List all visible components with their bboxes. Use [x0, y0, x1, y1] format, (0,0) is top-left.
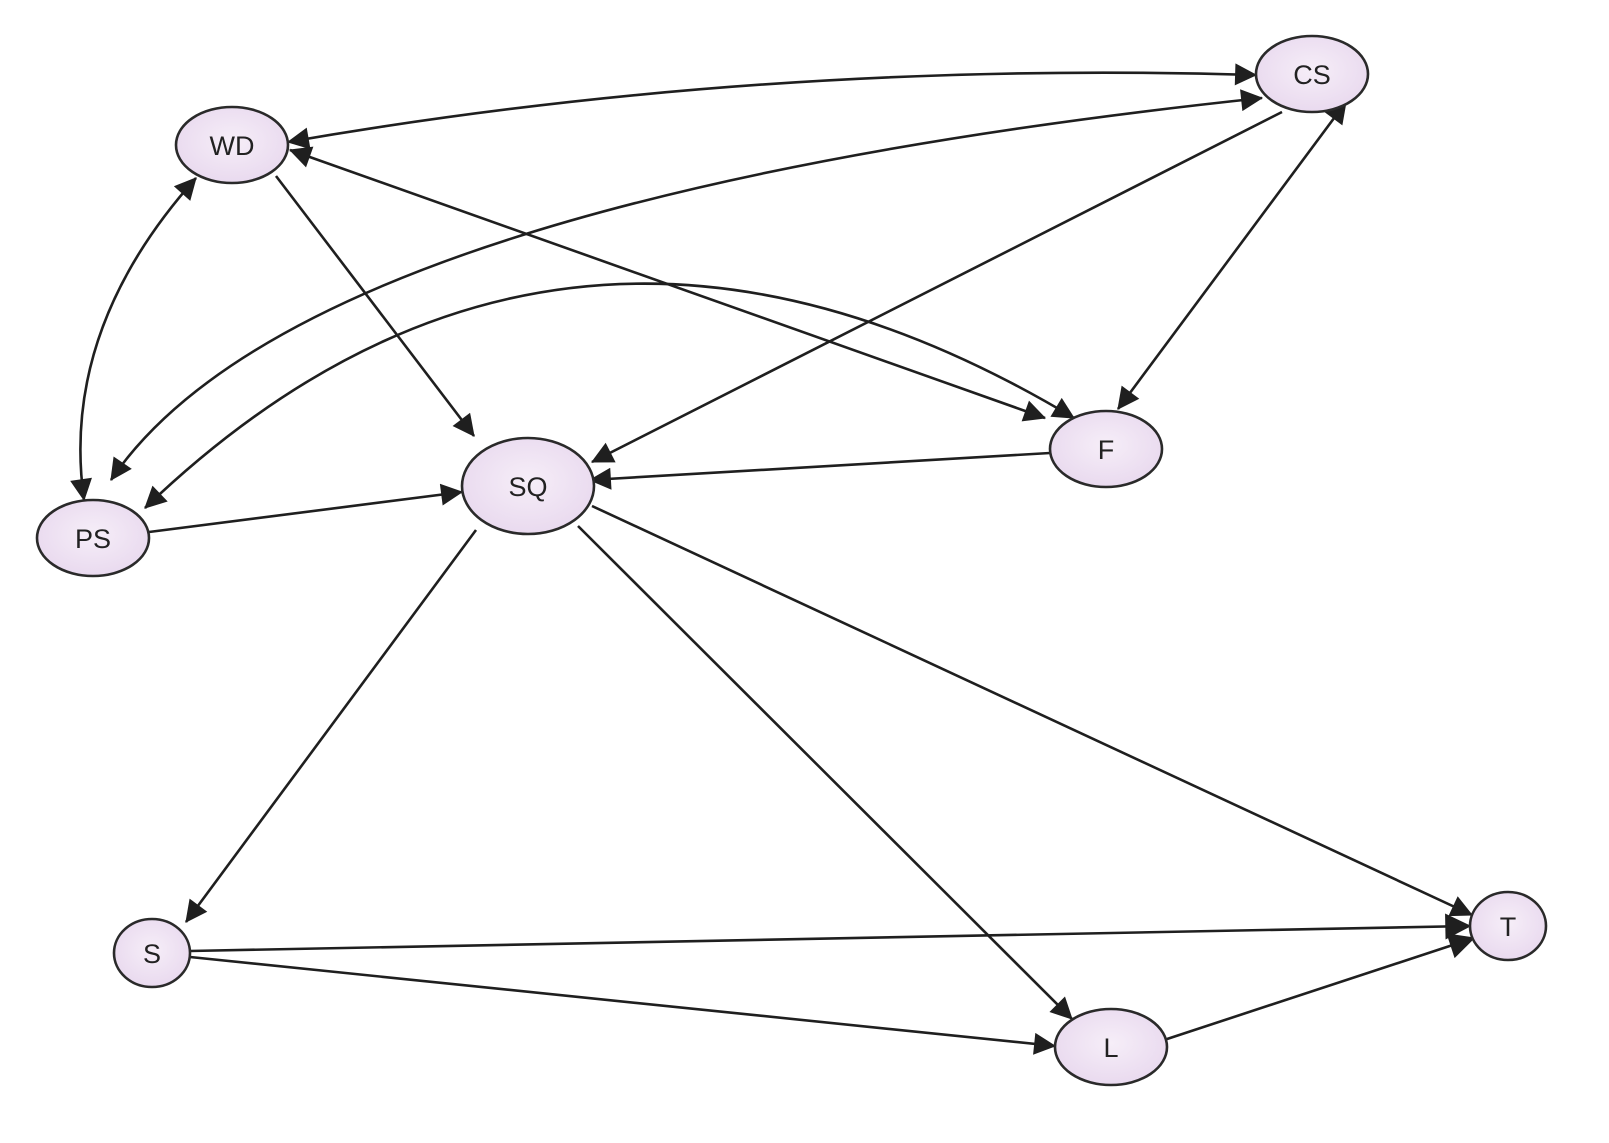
node-ps-shape: [35, 498, 151, 578]
node-f-label: F: [1098, 435, 1115, 465]
edge-s-l: [189, 955, 1057, 1055]
node-ps: PS: [35, 498, 151, 578]
edge-wd-sq: [274, 175, 476, 437]
edge-l-t: [1163, 933, 1476, 1042]
edge-wd-cs: [286, 63, 1258, 150]
edge-ps-sq: [148, 483, 464, 534]
node-wd: WD: [174, 105, 290, 185]
edge-cs-f: [1116, 101, 1348, 410]
node-wd-shape: [174, 105, 290, 185]
node-s-label: S: [143, 939, 161, 969]
node-l-label: L: [1103, 1033, 1118, 1063]
edge-wd-ps: [70, 177, 197, 502]
node-l: L: [1053, 1007, 1169, 1087]
node-s-shape: [112, 917, 192, 989]
edge-ps-f: [144, 282, 1075, 509]
node-t-label: T: [1500, 912, 1517, 942]
node-wd-label: WD: [210, 131, 255, 161]
node-f-shape: [1048, 409, 1164, 489]
node-s: S: [112, 917, 192, 989]
node-t: T: [1468, 890, 1548, 962]
node-sq: SQ: [460, 436, 596, 536]
edge-f-sq: [588, 451, 1051, 490]
edge-sq-t: [591, 504, 1473, 917]
node-cs-label: CS: [1293, 60, 1331, 90]
node-cs-shape: [1254, 34, 1370, 114]
node-ps-label: PS: [75, 524, 111, 554]
edge-sq-s: [184, 529, 478, 923]
node-sq-shape: [460, 436, 596, 536]
node-cs: CS: [1254, 34, 1370, 114]
node-l-shape: [1053, 1007, 1169, 1087]
edges-layer: [70, 63, 1476, 1055]
node-t-shape: [1468, 890, 1548, 962]
node-sq-label: SQ: [508, 472, 547, 502]
edge-s-t: [189, 913, 1472, 953]
edge-wd-f: [288, 146, 1047, 422]
node-f: F: [1048, 409, 1164, 489]
edge-sq-l: [577, 525, 1073, 1020]
edge-cs-sq: [591, 110, 1283, 464]
nodes-layer: WD CS PS SQ F S T L: [35, 34, 1548, 1087]
